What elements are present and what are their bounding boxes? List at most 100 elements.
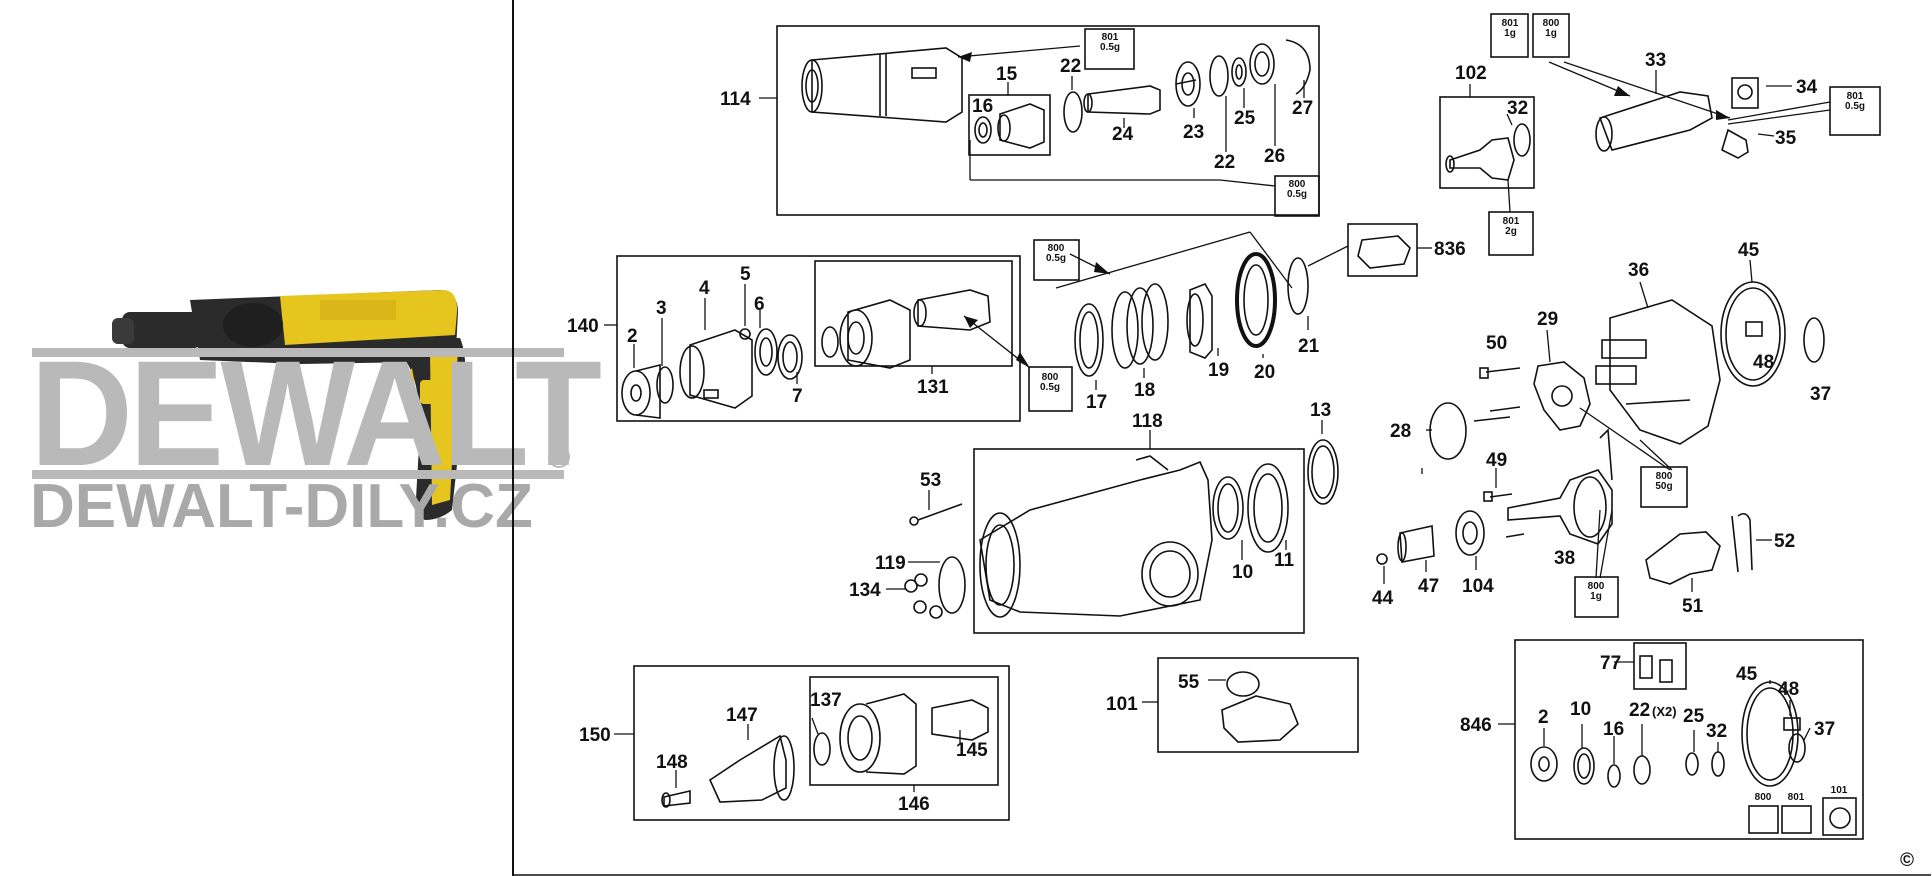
part-55 (1226, 671, 1260, 697)
part-102 (1445, 137, 1515, 181)
part-37-b (1788, 733, 1806, 763)
grease-box-6 (1033, 239, 1080, 281)
label-37a: 37 (1810, 384, 1831, 405)
part-48-b (1783, 717, 1801, 731)
label-48b: 48 (1778, 679, 1799, 700)
grease-4-qty: 0.5g (1845, 101, 1865, 112)
label-7: 7 (792, 386, 803, 407)
watermark-bar-top (32, 348, 564, 357)
kit-101-box (1822, 797, 1857, 836)
group-118-box (973, 448, 1305, 634)
label-38: 38 (1554, 548, 1575, 569)
group-146-box (809, 676, 999, 786)
part-labels: 114 15 16 22 24 23 22 25 26 27 102 32 33… (567, 50, 1835, 815)
part-104-screw (1505, 533, 1525, 538)
label-3: 3 (656, 298, 667, 319)
grease-9-qty: 1g (1590, 591, 1602, 602)
part-15 (997, 103, 1045, 149)
label-33: 33 (1645, 50, 1666, 71)
part-148 (661, 789, 691, 808)
label-22b: 22 (1214, 152, 1235, 173)
part-5 (739, 328, 751, 340)
part-22-a (1063, 91, 1083, 133)
grease-9-code: 800 (1588, 581, 1605, 592)
watermark-site: DEWALT-DILY.CZ (30, 472, 533, 541)
label-25: 25 (1234, 108, 1256, 129)
product-panel: DEWALT ® DEWALT-DILY.CZ (0, 0, 602, 876)
part-104 (1455, 510, 1485, 556)
registered-mark: ® (548, 446, 570, 468)
part-22-c (1633, 755, 1651, 785)
grease-8-qty: 50g (1655, 481, 1672, 492)
panel-divider (512, 0, 514, 876)
part-50 (1479, 367, 1521, 379)
part-25 (1231, 57, 1247, 87)
grease-5-qty: 2g (1505, 226, 1517, 237)
part-20 (1235, 252, 1277, 348)
part-21 (1287, 257, 1309, 315)
label-6: 6 (754, 294, 765, 315)
part-28 (1429, 402, 1467, 460)
part-2-b (1530, 746, 1558, 782)
label-23: 23 (1183, 122, 1204, 143)
group-102-box (1439, 96, 1535, 189)
label-146: 146 (898, 794, 930, 815)
label-131: 131 (917, 377, 949, 398)
part-48-a (1745, 321, 1763, 337)
label-25b: 25 (1683, 706, 1705, 727)
label-5: 5 (740, 264, 751, 285)
part-22-b (1209, 55, 1229, 97)
label-101a: 101 (1106, 694, 1138, 715)
grease-2-qty: 0.5g (1287, 189, 1307, 200)
label-147: 147 (726, 705, 758, 726)
kit-101-label: 101 (1831, 785, 1848, 796)
label-35: 35 (1775, 128, 1797, 149)
group-846-box (1514, 639, 1864, 840)
label-24: 24 (1112, 124, 1134, 145)
part-27 (1285, 39, 1311, 95)
label-114: 114 (720, 89, 751, 110)
part-26 (1249, 43, 1275, 85)
label-77: 77 (1600, 653, 1621, 674)
part-137 (813, 732, 831, 766)
part-36 (1595, 299, 1721, 445)
part-118 (979, 455, 1213, 618)
label-145: 145 (956, 740, 988, 761)
part-146 (839, 693, 917, 775)
label-27: 27 (1292, 98, 1313, 119)
label-15: 15 (996, 64, 1018, 85)
label-26: 26 (1264, 146, 1285, 167)
label-50: 50 (1486, 333, 1507, 354)
label-104: 104 (1462, 576, 1494, 597)
part-131 (821, 289, 991, 369)
part-44 (1376, 553, 1388, 565)
label-52: 52 (1774, 531, 1795, 552)
part-34 (1731, 77, 1759, 109)
label-22x2: (X2) (1652, 704, 1677, 719)
label-45b: 45 (1736, 664, 1758, 685)
label-16: 16 (972, 96, 993, 117)
grease-3a-code: 801 (1502, 18, 1519, 29)
part-29-screws (1473, 406, 1521, 422)
label-11: 11 (1274, 550, 1295, 571)
label-49: 49 (1486, 450, 1507, 471)
part-32-b (1711, 751, 1725, 777)
part-11 (1247, 463, 1289, 553)
grease-7-code: 800 (1042, 372, 1059, 383)
part-18 (1111, 283, 1169, 369)
part-45-a (1720, 281, 1786, 387)
label-4: 4 (699, 278, 710, 299)
label-2b: 2 (1538, 707, 1549, 728)
grease-7-qty: 0.5g (1040, 382, 1060, 393)
grease-8-code: 800 (1656, 471, 1673, 482)
part-114-sleeve (801, 47, 963, 123)
label-28: 28 (1390, 421, 1411, 442)
label-16b: 16 (1603, 719, 1624, 740)
part-3 (656, 366, 674, 404)
label-118: 118 (1132, 411, 1163, 432)
part-10-b (1573, 747, 1595, 785)
label-10b: 10 (1570, 699, 1591, 720)
label-150: 150 (579, 725, 611, 746)
grease-box-4 (1829, 86, 1881, 136)
label-51: 51 (1682, 596, 1704, 617)
